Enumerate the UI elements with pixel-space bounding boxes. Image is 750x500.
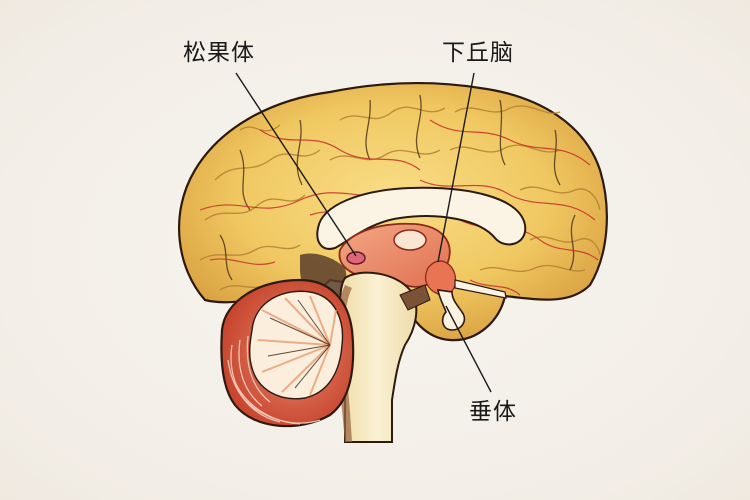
leader-line-pineal	[235, 72, 357, 257]
label-pituitary-gland: 垂体	[469, 399, 517, 425]
pineal-gland	[346, 251, 366, 265]
cerebellum	[220, 278, 355, 428]
label-hypothalamus: 下丘脑	[442, 40, 514, 66]
corpus-callosum	[316, 186, 527, 250]
leader-lines	[235, 72, 492, 393]
leader-line-hypothalamus	[437, 72, 475, 263]
aqueduct	[399, 284, 431, 311]
interthalamic-adhesion	[393, 229, 427, 251]
optic-nerve	[454, 279, 507, 299]
leader-line-pituitary	[445, 305, 492, 393]
label-pineal-gland: 松果体	[183, 40, 255, 66]
pituitary-gland	[436, 289, 466, 331]
